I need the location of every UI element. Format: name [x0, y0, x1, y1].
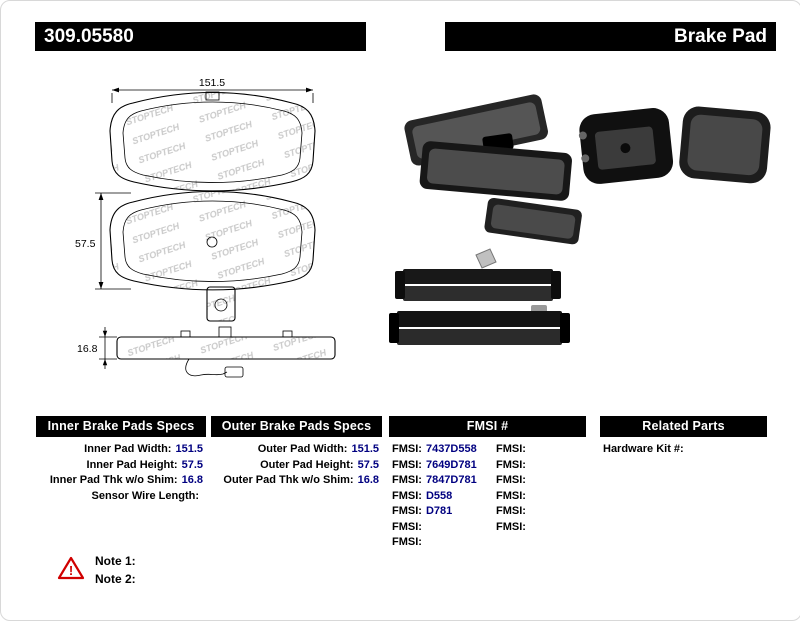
- note-1-label: Note 1:: [95, 554, 136, 568]
- fmsi-label: FMSI:: [392, 489, 422, 502]
- related-parts-rows: Hardware Kit #:: [600, 437, 767, 458]
- fmsi-label: FMSI:: [392, 505, 422, 517]
- spec-row-inner-width: Inner Pad Width:151.5: [36, 442, 206, 458]
- fmsi-value: 7649D781: [425, 458, 477, 471]
- fmsi-header: FMSI #: [389, 416, 586, 437]
- spec-label: Outer Pad Thk w/o Shim:: [223, 474, 354, 486]
- fmsi-label: FMSI:: [496, 505, 526, 517]
- fmsi-column: FMSI # FMSI:7437D558 FMSI:7649D781 FMSI:…: [389, 416, 586, 551]
- inner-specs-header: Inner Brake Pads Specs: [36, 416, 206, 437]
- fmsi-label: FMSI:: [496, 474, 526, 486]
- fmsi-rows: FMSI:7437D558 FMSI:7649D781 FMSI:7847D78…: [389, 437, 586, 551]
- width-dimension-label: 151.5: [199, 77, 225, 89]
- product-photo-pad-faces: [578, 106, 771, 184]
- product-type-bar: Brake Pad: [445, 22, 776, 51]
- fmsi-label: FMSI:: [392, 474, 422, 486]
- fmsi-row: FMSI:: [496, 442, 586, 458]
- outer-specs-rows: Outer Pad Width:151.5 Outer Pad Height:5…: [211, 437, 382, 489]
- fmsi-value: D781: [425, 505, 453, 517]
- spec-row-hardware-kit: Hardware Kit #:: [600, 442, 767, 458]
- fmsi-label: FMSI:: [496, 520, 526, 533]
- spec-label: Outer Pad Height:: [260, 458, 354, 471]
- fmsi-label: FMSI:: [496, 489, 526, 502]
- fmsi-label: FMSI:: [392, 458, 422, 471]
- spec-value: 151.5: [351, 443, 379, 455]
- product-photo-angled-pads: [404, 94, 582, 245]
- product-type-title: Brake Pad: [674, 25, 767, 47]
- inner-specs-rows: Inner Pad Width:151.5 Inner Pad Height:5…: [36, 437, 206, 504]
- spec-value: 151.5: [175, 443, 203, 455]
- part-number: 309.05580: [44, 25, 134, 47]
- fmsi-right-column: FMSI: FMSI: FMSI: FMSI: FMSI: FMSI:: [496, 442, 586, 551]
- spec-value: 57.5: [357, 458, 379, 471]
- fmsi-row: FMSI:7649D781: [392, 458, 496, 474]
- fmsi-label: FMSI:: [496, 458, 526, 471]
- spec-label: Outer Pad Width:: [257, 443, 348, 455]
- spec-label: Hardware Kit #:: [603, 443, 684, 455]
- thickness-dimension-label: 16.8: [77, 343, 98, 355]
- fmsi-row: FMSI:D558: [392, 489, 496, 505]
- fmsi-value: 7437D558: [425, 443, 477, 455]
- spec-row-outer-thickness: Outer Pad Thk w/o Shim:16.8: [211, 473, 382, 489]
- dimension-width: 151.5: [111, 77, 314, 103]
- fmsi-label: FMSI:: [496, 443, 526, 455]
- fmsi-value: D558: [425, 489, 453, 502]
- related-parts-header: Related Parts: [600, 416, 767, 437]
- outer-specs-header: Outer Brake Pads Specs: [211, 416, 382, 437]
- note-2-label: Note 2:: [95, 572, 136, 586]
- dimension-thickness: 16.8: [77, 327, 117, 369]
- pad-outer-view-drawing: [109, 91, 316, 192]
- spec-value: 16.8: [181, 474, 203, 486]
- fmsi-row: FMSI:: [496, 473, 586, 489]
- fmsi-label: FMSI:: [392, 443, 422, 455]
- fmsi-row: FMSI:D781: [392, 504, 496, 520]
- fmsi-label: FMSI:: [392, 520, 422, 533]
- spec-value: 57.5: [181, 458, 203, 471]
- outer-specs-column: Outer Brake Pads Specs Outer Pad Width:1…: [211, 416, 382, 489]
- spec-label: Sensor Wire Length:: [91, 489, 199, 502]
- fmsi-row: FMSI:7847D781: [392, 473, 496, 489]
- spec-row-sensor-wire: Sensor Wire Length:: [36, 489, 206, 505]
- spec-label: Inner Pad Width:: [84, 443, 172, 455]
- pad-edge-view-drawing: [116, 326, 336, 378]
- spec-row-inner-thickness: Inner Pad Thk w/o Shim:16.8: [36, 473, 206, 489]
- technical-drawing-area: STOPTECH 151.5: [75, 77, 771, 378]
- spec-row-inner-height: Inner Pad Height:57.5: [36, 458, 206, 474]
- product-photo-stacked-pads: [389, 248, 570, 345]
- inner-specs-column: Inner Brake Pads Specs Inner Pad Width:1…: [36, 416, 206, 504]
- fmsi-value: 7847D781: [425, 474, 477, 486]
- part-number-bar: 309.05580: [35, 22, 366, 51]
- fmsi-row: FMSI:: [392, 520, 496, 536]
- fmsi-left-column: FMSI:7437D558 FMSI:7649D781 FMSI:7847D78…: [389, 442, 496, 551]
- spec-value: 16.8: [357, 474, 379, 486]
- warning-triangle-icon: !: [57, 556, 85, 580]
- fmsi-row: FMSI:7437D558: [392, 442, 496, 458]
- spec-row-outer-height: Outer Pad Height:57.5: [211, 458, 382, 474]
- pad-inner-view-drawing: [109, 191, 316, 322]
- spec-row-outer-width: Outer Pad Width:151.5: [211, 442, 382, 458]
- fmsi-label: FMSI:: [392, 536, 422, 548]
- fmsi-row: FMSI:: [392, 535, 496, 551]
- svg-text:!: !: [69, 563, 73, 578]
- spec-label: Inner Pad Thk w/o Shim:: [49, 474, 178, 486]
- fmsi-row: FMSI:: [496, 458, 586, 474]
- height-dimension-label: 57.5: [75, 238, 96, 250]
- fmsi-row: FMSI:: [496, 489, 586, 505]
- spec-label: Inner Pad Height:: [86, 458, 178, 471]
- dimension-height: 57.5: [75, 192, 131, 290]
- fmsi-row: FMSI:: [496, 504, 586, 520]
- related-parts-column: Related Parts Hardware Kit #:: [600, 416, 767, 458]
- fmsi-row: FMSI:: [496, 520, 586, 536]
